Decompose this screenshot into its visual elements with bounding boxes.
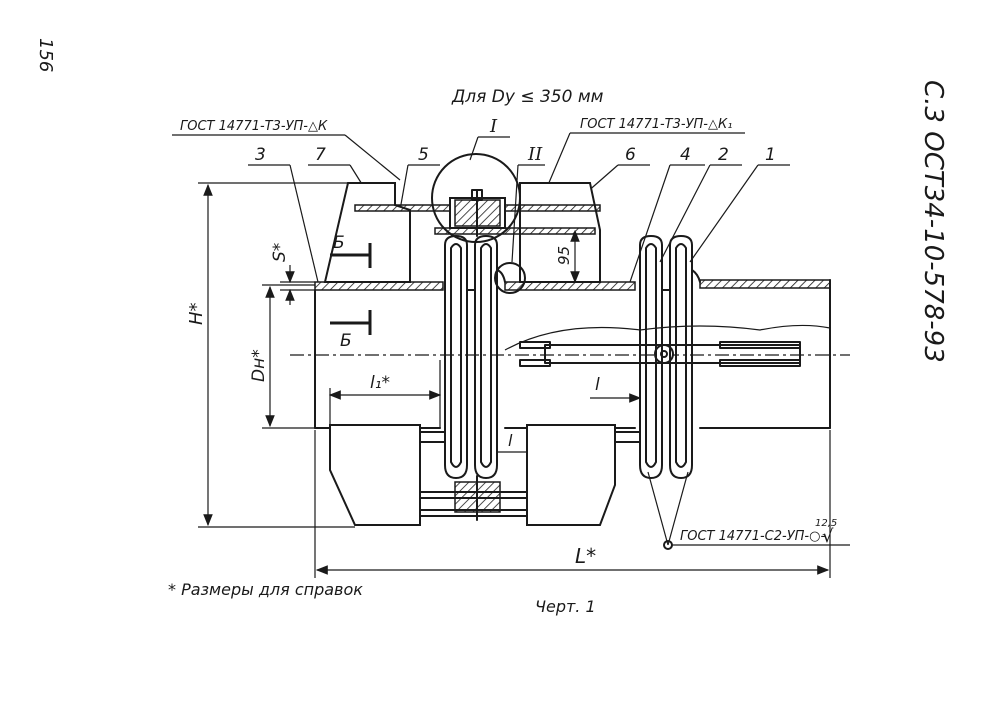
bottom-block-left bbox=[329, 424, 421, 526]
part-number-3: 3 bbox=[255, 145, 266, 165]
part-number-4: 4 bbox=[680, 145, 691, 165]
part-number-1: 1 bbox=[765, 145, 776, 165]
dimension-l1-label: l₁* bbox=[370, 373, 390, 393]
weld-label-left-leader bbox=[344, 134, 401, 181]
tie-rod bbox=[544, 344, 801, 364]
right-pipe-wall-top bbox=[699, 279, 831, 289]
view-mark-2: II bbox=[527, 144, 543, 165]
section-mark-bottom-label: Б bbox=[340, 331, 352, 351]
dimension-total-length: L* bbox=[314, 430, 831, 578]
pipe-assembly bbox=[290, 279, 850, 429]
upper-clamp bbox=[354, 189, 601, 237]
part-number-6: 6 bbox=[625, 145, 636, 165]
dimension-gap: 95 bbox=[555, 229, 580, 284]
weld-label-right: ГОСТ 14771-Т3-УП-△К₁ bbox=[580, 117, 732, 132]
detail-circle-2 bbox=[494, 262, 526, 294]
drawing-title: Для Dу ≤ 350 мм bbox=[451, 87, 604, 107]
part-number-2: 2 bbox=[718, 145, 729, 165]
document-code: С.3 ОСТ34-10-578-93 bbox=[918, 80, 948, 363]
section-mark-top-label: Б bbox=[333, 233, 345, 253]
view-mark-1-leader bbox=[469, 136, 479, 161]
part-labels: 3 7 5 6 4 2 1 bbox=[248, 145, 790, 283]
dimension-l-right: l bbox=[590, 375, 642, 410]
roughness-symbol: √ bbox=[822, 526, 834, 547]
bellows-right bbox=[639, 235, 701, 479]
lower-clamp bbox=[419, 475, 528, 521]
dimension-diameter: Dн* bbox=[249, 284, 315, 429]
dimension-thickness-label: S* bbox=[270, 243, 290, 262]
dimension-total-length-label: L* bbox=[575, 544, 596, 568]
dimension-height-label: H* bbox=[186, 302, 207, 325]
view-mark-1: I bbox=[489, 116, 498, 137]
dimension-l-center: l bbox=[497, 431, 527, 453]
weld-label-right-leader bbox=[547, 132, 571, 186]
detail-circle-1 bbox=[431, 153, 521, 243]
dimension-l-center-label: l bbox=[508, 431, 513, 450]
dimension-thickness: S* bbox=[270, 243, 315, 305]
footnote: * Размеры для справок bbox=[168, 580, 363, 599]
dimension-l1: l₁* bbox=[328, 360, 442, 428]
weld-label-left: ГОСТ 14771-Т3-УП-△К bbox=[180, 119, 328, 134]
roughness-value: 12,5 bbox=[815, 518, 837, 529]
section-mark-bottom: Б bbox=[330, 310, 372, 351]
drawing-caption: Черт. 1 bbox=[535, 597, 596, 616]
section-mark-top: Б bbox=[330, 233, 372, 268]
left-pipe-wall-top bbox=[314, 281, 444, 291]
dimension-diameter-label: Dн* bbox=[249, 349, 269, 382]
break-line bbox=[504, 324, 831, 351]
weld-label-bottom: ГОСТ 14771-С2-УП-○- bbox=[680, 529, 825, 544]
weld-callout-bottom: ГОСТ 14771-С2-УП-○- 12,5 √ bbox=[647, 471, 850, 550]
part-number-7: 7 bbox=[315, 145, 326, 165]
dimension-gap-label: 95 bbox=[555, 246, 573, 265]
part-number-5: 5 bbox=[418, 145, 429, 165]
bottom-block-right bbox=[526, 424, 616, 526]
dimension-height: H* bbox=[186, 182, 355, 528]
dimension-l-right-label: l bbox=[595, 375, 600, 395]
page-number: 156 bbox=[35, 38, 56, 72]
